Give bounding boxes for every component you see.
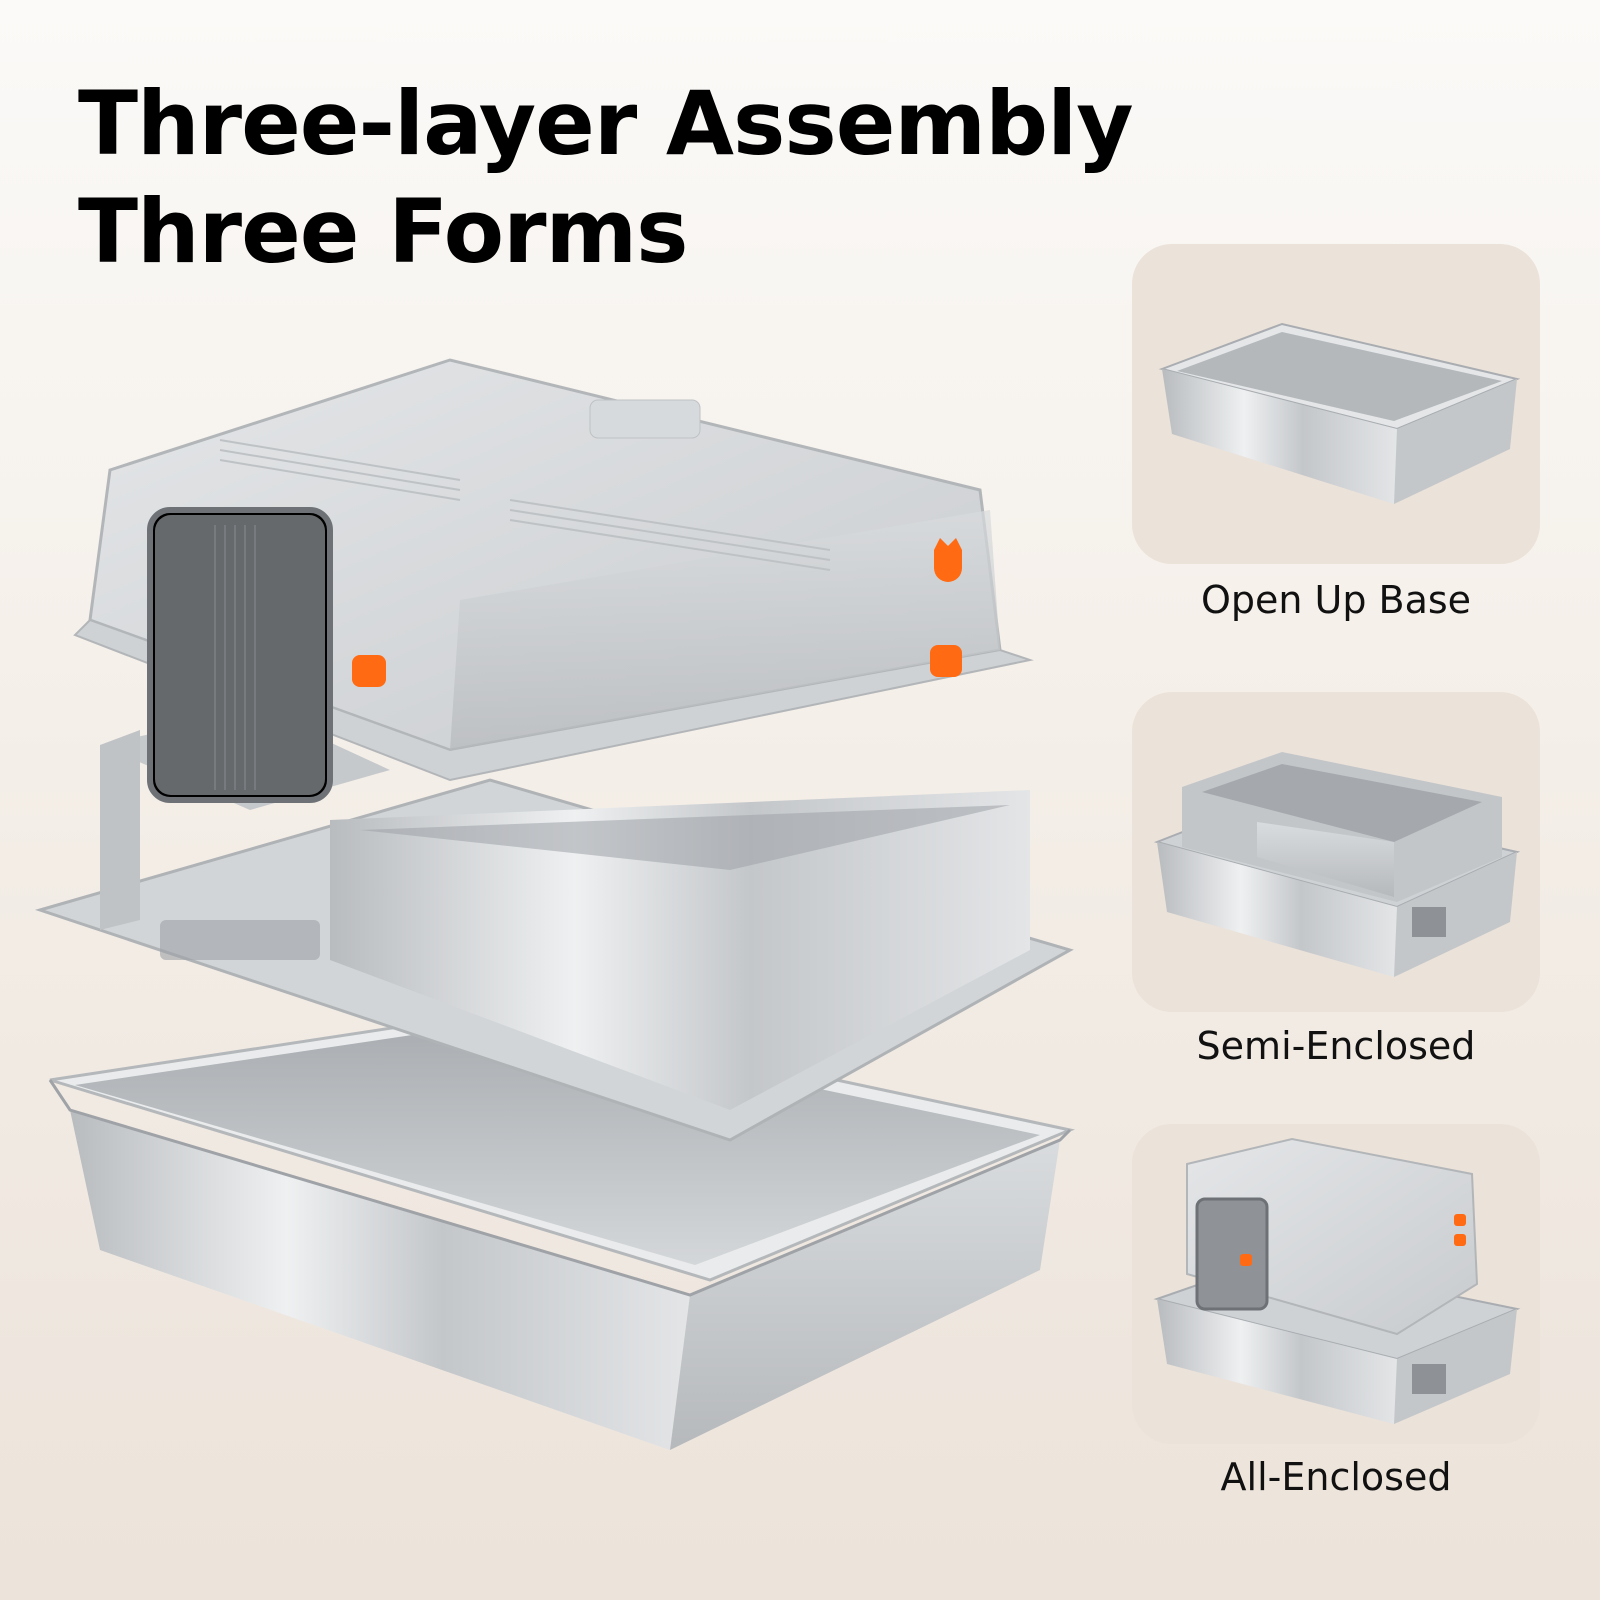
form-caption-semi-enclosed: Semi-Enclosed <box>1196 1024 1476 1068</box>
top-lid <box>73 358 1034 803</box>
all-enclosed-box-icon <box>1153 1137 1521 1424</box>
form-card-semi-enclosed <box>1132 692 1540 1012</box>
exploded-litter-box-image <box>34 358 1076 1450</box>
form-card-open-base <box>1132 244 1540 564</box>
form-card-all-enclosed <box>1132 1124 1540 1444</box>
headline: Three-layer Assembly Three Forms <box>78 70 1134 286</box>
open-base-tray-icon <box>1158 322 1521 504</box>
semi-enclosed-box-icon <box>1153 752 1521 977</box>
form-caption-open-base: Open Up Base <box>1200 578 1472 622</box>
headline-line-2: Three Forms <box>78 180 689 283</box>
form-caption-all-enclosed: All-Enclosed <box>1220 1455 1452 1499</box>
headline-line-1: Three-layer Assembly <box>78 72 1134 175</box>
middle-frame <box>34 710 1074 1142</box>
